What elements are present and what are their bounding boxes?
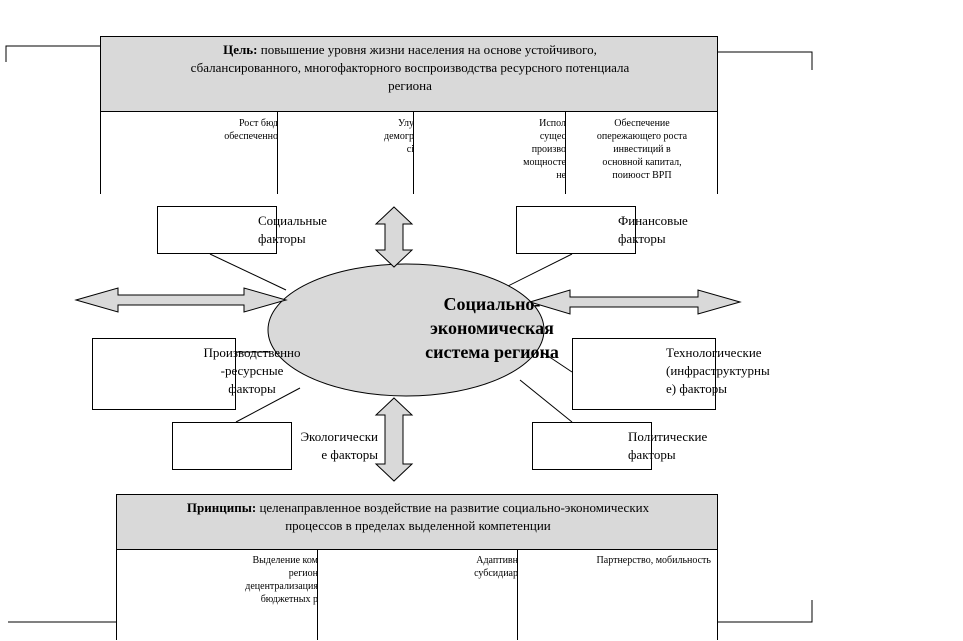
principles-cell-2-text: Адаптивн субсидиар	[474, 555, 518, 579]
principles-block: Принципы: целенаправленное воздействие н…	[116, 494, 718, 640]
financial-factors-box	[516, 206, 636, 254]
goal-cell-3: Испол сущес произво мощносте не	[413, 112, 566, 194]
political-factors-text: Политические факторы	[628, 429, 708, 462]
goal-cell-4-text: Обеспечение опережающего роста инвестици…	[596, 118, 688, 181]
ecological-factors-text: Экологически е факторы	[300, 429, 378, 462]
goal-cell-4: Обеспечение опережающего роста инвестици…	[565, 112, 717, 194]
social-factors-text: Социальные факторы	[258, 213, 327, 246]
goal-cell-1-text: Рост бюд обеспеченно	[224, 118, 278, 142]
goal-text-3: региона	[388, 78, 432, 93]
goal-header: Цель: повышение уровня жизни населения н…	[101, 41, 719, 95]
arrow-bottom	[374, 397, 414, 482]
arrow-left	[74, 287, 288, 313]
center-system-text: Социально- экономическая система региона	[425, 294, 559, 362]
goal-cells-row: Рост бюд обеспеченно Улу демогр сі Испол…	[101, 111, 717, 194]
goal-cell-1: Рост бюд обеспеченно	[101, 112, 278, 194]
goal-text-1: повышение уровня жизни населения на осно…	[260, 42, 597, 57]
principles-text-1: целенаправленное воздействие на развитие…	[259, 500, 650, 515]
connector-ecological	[235, 387, 301, 423]
connector-political	[519, 379, 573, 423]
principles-cells-row: Выделение ком регион децентрализация бюд…	[117, 549, 717, 640]
center-ellipse	[267, 263, 545, 397]
goal-label: Цель:	[223, 42, 258, 57]
goal-block: Цель: повышение уровня жизни населения н…	[100, 36, 718, 194]
connector-financial	[499, 253, 573, 291]
principles-cell-1-text: Выделение ком регион децентрализация бюд…	[245, 555, 318, 605]
social-factors-box	[157, 206, 277, 254]
goal-cell-3-text: Испол сущес произво мощносте не	[523, 118, 566, 181]
connector-technological	[541, 351, 573, 373]
arrow-top	[374, 206, 414, 268]
principles-text-2: процессов в пределах выделенной компетен…	[285, 518, 551, 533]
principles-cell-3: Партнерство, мобильность	[517, 550, 717, 640]
financial-factors-text: Финансовые факторы	[618, 213, 688, 246]
principles-header: Принципы: целенаправленное воздействие н…	[117, 499, 719, 535]
technological-factors-text: Технологические (инфраструктурны е) факт…	[666, 345, 770, 396]
principles-cell-1: Выделение ком регион децентрализация бюд…	[117, 550, 318, 640]
production-factors-text: Производственно -ресурсные факторы	[203, 345, 301, 396]
principles-cell-2: Адаптивн субсидиар	[317, 550, 518, 640]
arrow-right	[528, 289, 742, 315]
ecological-factors-box	[172, 422, 292, 470]
production-factors-box	[92, 338, 236, 410]
principles-label: Принципы:	[186, 500, 257, 515]
goal-cell-2-text: Улу демогр сі	[384, 118, 414, 155]
political-factors-box	[532, 422, 652, 470]
principles-cell-3-text: Партнерство, мобильность	[596, 555, 711, 566]
goal-text-2: сбалансированного, многофакторного воспр…	[190, 60, 630, 75]
connector-social	[209, 253, 287, 291]
technological-factors-box	[572, 338, 716, 410]
goal-cell-2: Улу демогр сі	[277, 112, 414, 194]
